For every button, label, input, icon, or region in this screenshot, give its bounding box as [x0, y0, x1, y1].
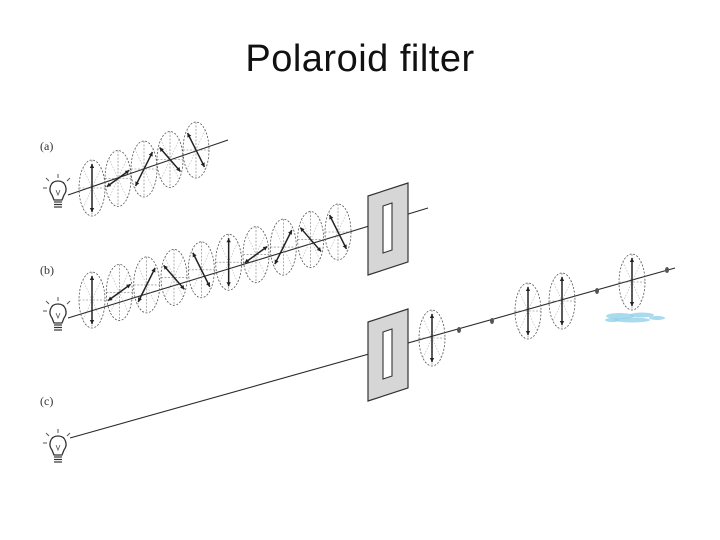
polaroid-filter-c: [367, 308, 409, 402]
wave-c-2: [548, 272, 576, 330]
wave-b-7: [269, 218, 297, 276]
beam-dot-2: [595, 288, 599, 294]
wave-b-5: [215, 233, 243, 291]
label-b: (b): [40, 263, 54, 277]
wave-a-3: [156, 131, 184, 188]
beam-a: [67, 139, 229, 196]
wave-b-6: [242, 226, 270, 284]
slide-title: Polaroid filter: [245, 38, 475, 80]
wave-b-3: [160, 248, 188, 306]
wave-a-4: [182, 121, 210, 179]
wave-c-3: [618, 253, 646, 311]
wave-b-4: [187, 241, 215, 299]
bulb-icon-c: [43, 429, 71, 463]
polaroid-filter-b: [367, 182, 409, 276]
beam-dot-1: [490, 318, 494, 324]
wave-a-2: [130, 140, 158, 198]
beam-dot-3: [665, 267, 669, 273]
label-a: (a): [40, 139, 53, 153]
blue-splash: [605, 312, 665, 323]
wave-c-0: [418, 309, 446, 367]
wave-a-1: [104, 150, 132, 207]
wave-b-8: [297, 211, 325, 268]
wave-b-2: [133, 256, 161, 314]
bulb-icon-a: [43, 174, 71, 208]
beam-dot-0: [457, 327, 461, 333]
wave-b-9: [324, 203, 352, 261]
wave-b-1: [105, 264, 133, 321]
wave-b-0: [78, 271, 106, 329]
wave-c-1: [514, 282, 542, 340]
label-c: (c): [40, 394, 53, 408]
wave-a-0: [78, 159, 106, 217]
bulb-icon-b: [43, 297, 71, 331]
